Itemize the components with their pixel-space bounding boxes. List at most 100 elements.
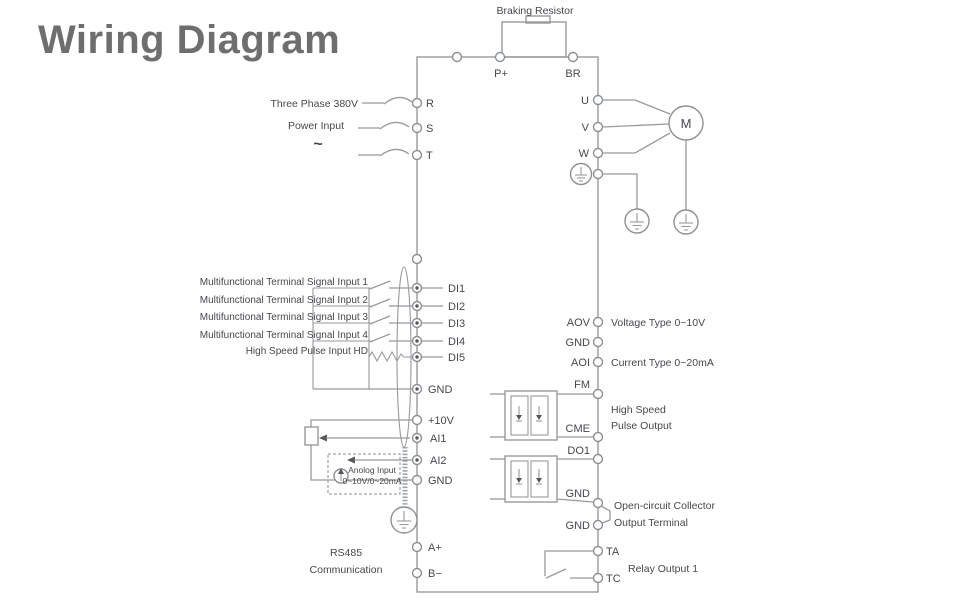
terminal-label-s: S — [426, 123, 433, 135]
terminal-ai2 — [411, 454, 423, 466]
terminal-label-ta: TA — [606, 546, 620, 558]
terminal-label-gnd-ai: GND — [428, 475, 453, 487]
terminal-di5 — [411, 351, 423, 363]
terminal-label-gnd-di: GND — [428, 384, 453, 396]
terminal-gnd-oc1 — [592, 497, 604, 509]
terminal-label-ai1: AI1 — [430, 433, 447, 445]
relay-contact — [545, 568, 567, 579]
analog-source-box — [327, 453, 401, 495]
terminal-aoi — [592, 356, 604, 368]
switch-di3 — [369, 315, 391, 325]
terminal-cme — [592, 431, 604, 443]
motor-label: M — [681, 116, 692, 131]
terminal-label-aov: AOV — [567, 317, 591, 329]
di-label-2: Multifunctional Terminal Signal Input 2 — [200, 295, 369, 306]
terminal-label-fm: FM — [574, 379, 590, 391]
ground-symbol-cabinet — [624, 208, 650, 234]
terminal-gnd-di — [411, 383, 423, 395]
switch-s — [379, 121, 410, 130]
terminal-b-minus — [411, 567, 423, 579]
terminal-do1 — [592, 453, 604, 465]
terminal-label-di1: DI1 — [448, 283, 465, 295]
gnd-link — [600, 505, 611, 524]
terminal-gnd-ai — [411, 474, 423, 486]
optocoupler-2 — [504, 455, 558, 503]
terminal-label-10v: +10V — [428, 415, 455, 427]
terminal-label-di4: DI4 — [448, 336, 465, 348]
optocoupler-1 — [504, 390, 558, 441]
terminal-label-gnd-oc2: GND — [566, 520, 591, 532]
rs485-label-2: Communication — [310, 564, 383, 576]
potentiometer — [304, 426, 319, 446]
di-row-4 — [313, 333, 412, 343]
di-row-3 — [313, 315, 412, 325]
terminal-label-r: R — [426, 98, 434, 110]
di-label-3: Multifunctional Terminal Signal Input 3 — [200, 312, 369, 323]
terminal-w — [592, 147, 604, 159]
terminal-unlabeled-top — [451, 51, 463, 63]
aoi-description: Current Type 0~20mA — [611, 357, 714, 369]
di-label-1: Multifunctional Terminal Signal Input 1 — [200, 277, 369, 288]
power-label-1: Three Phase 380V — [270, 98, 358, 110]
di-label-hd: High Speed Pulse Input HD — [246, 346, 368, 357]
terminal-a-plus — [411, 541, 423, 553]
terminal-label-br: BR — [565, 68, 580, 80]
analog-box-label-2: 0~10V/0~20mA — [342, 476, 401, 486]
ground-symbol-shield — [390, 506, 418, 534]
terminal-gnd-ao — [592, 336, 604, 348]
terminal-ta — [592, 545, 604, 557]
terminal-label-a-plus: A+ — [428, 542, 442, 554]
terminal-label-cme: CME — [566, 423, 590, 435]
terminal-di1 — [411, 282, 423, 294]
ai2-arrow — [347, 456, 355, 464]
aov-description: Voltage Type 0~10V — [611, 317, 705, 329]
terminal-label-gnd-ao: GND — [566, 337, 591, 349]
switch-r — [383, 96, 413, 105]
analog-output-section: AOV GND AOI Voltage Type 0~10V Current T… — [566, 316, 714, 369]
di-label-4: Multifunctional Terminal Signal Input 4 — [200, 330, 369, 341]
terminal-s — [411, 122, 423, 134]
terminal-di2 — [411, 300, 423, 312]
switch-di4 — [369, 333, 391, 343]
open-collector-section: DO1 GND GND Open-circuit Collector Outpu… — [490, 445, 715, 532]
switch-di2 — [369, 298, 391, 308]
terminal-label-t: T — [426, 150, 433, 162]
analog-input-section: Anolog Input 0~10V/0~20mA +10V AI1 AI2 G… — [304, 414, 455, 495]
switch-di1 — [369, 280, 391, 290]
power-label-2: Power Input — [288, 120, 344, 132]
di-row-hd — [368, 350, 412, 363]
terminal-label-w: W — [579, 148, 590, 160]
terminal-r — [411, 97, 423, 109]
terminal-label-aoi: AOI — [571, 357, 590, 369]
pulse-output-section: FM CME High Speed Pulse Output — [490, 379, 672, 443]
terminal-gnd-oc2 — [592, 519, 604, 531]
terminal-t — [411, 149, 423, 161]
terminal-10v — [411, 414, 423, 426]
terminal-di3 — [411, 317, 423, 329]
terminal-label-di3: DI3 — [448, 318, 465, 330]
power-input-section: Three Phase 380V Power Input ~ R S T — [270, 96, 434, 162]
terminal-p-plus — [494, 51, 506, 63]
relay-output-section: TA TC Relay Output 1 — [544, 545, 698, 585]
motor-output-section: U V W M — [579, 94, 704, 210]
pulse-output-desc-2: Pulse Output — [611, 420, 672, 432]
open-collector-desc-1: Open-circuit Collector — [614, 500, 715, 512]
resistor-hd — [368, 350, 412, 363]
terminal-label-di5: DI5 — [448, 352, 465, 364]
terminal-label-p-plus: P+ — [494, 68, 508, 80]
pot-wiper-arrow — [319, 434, 327, 442]
terminal-unlabeled-left — [411, 253, 423, 265]
terminal-label-di2: DI2 — [448, 301, 465, 313]
digital-input-section: DI1 DI2 DI3 DI4 DI5 GND Multifunctional … — [200, 253, 465, 396]
ground-symbol-motor — [673, 209, 699, 235]
open-collector-desc-2: Output Terminal — [614, 517, 688, 529]
relay-output-desc: Relay Output 1 — [628, 563, 698, 575]
terminal-label-do1: DO1 — [567, 445, 590, 457]
terminal-label-v: V — [582, 122, 590, 134]
terminal-di4 — [411, 335, 423, 347]
terminal-label-gnd-oc1: GND — [566, 488, 591, 500]
terminal-label-u: U — [581, 95, 589, 107]
ac-tilde: ~ — [313, 136, 322, 153]
